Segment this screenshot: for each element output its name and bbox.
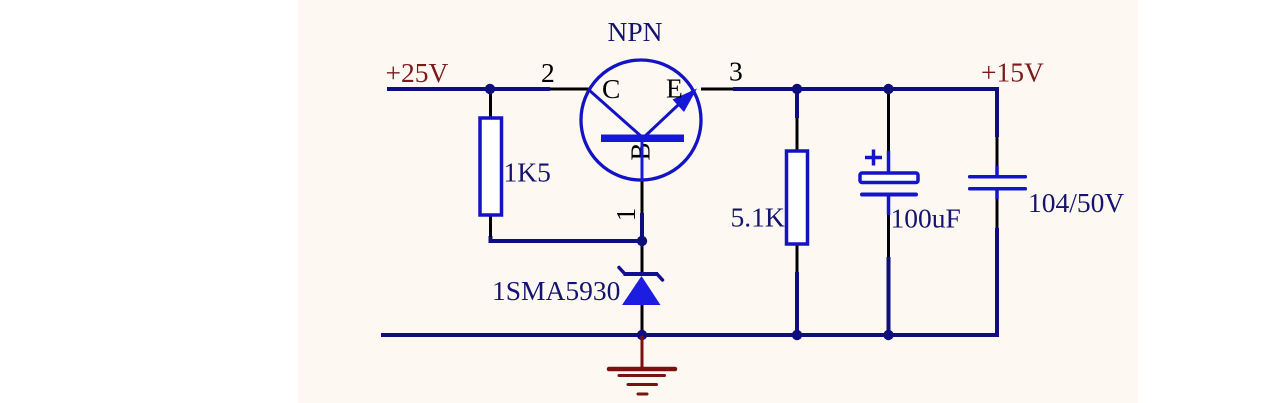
svg-text:5.1K: 5.1K bbox=[731, 202, 785, 233]
svg-text:3: 3 bbox=[729, 56, 743, 87]
svg-text:NPN: NPN bbox=[607, 16, 662, 47]
svg-text:+15V: +15V bbox=[981, 57, 1044, 88]
svg-text:1SMA5930: 1SMA5930 bbox=[492, 275, 620, 306]
svg-text:2: 2 bbox=[541, 57, 555, 88]
svg-text:1: 1 bbox=[611, 208, 641, 222]
svg-text:+25V: +25V bbox=[386, 57, 449, 88]
svg-text:104/50V: 104/50V bbox=[1028, 187, 1124, 218]
svg-text:1K5: 1K5 bbox=[504, 157, 551, 188]
svg-text:C: C bbox=[602, 73, 620, 104]
svg-text:E: E bbox=[666, 73, 683, 104]
svg-text:100uF: 100uF bbox=[891, 203, 961, 234]
